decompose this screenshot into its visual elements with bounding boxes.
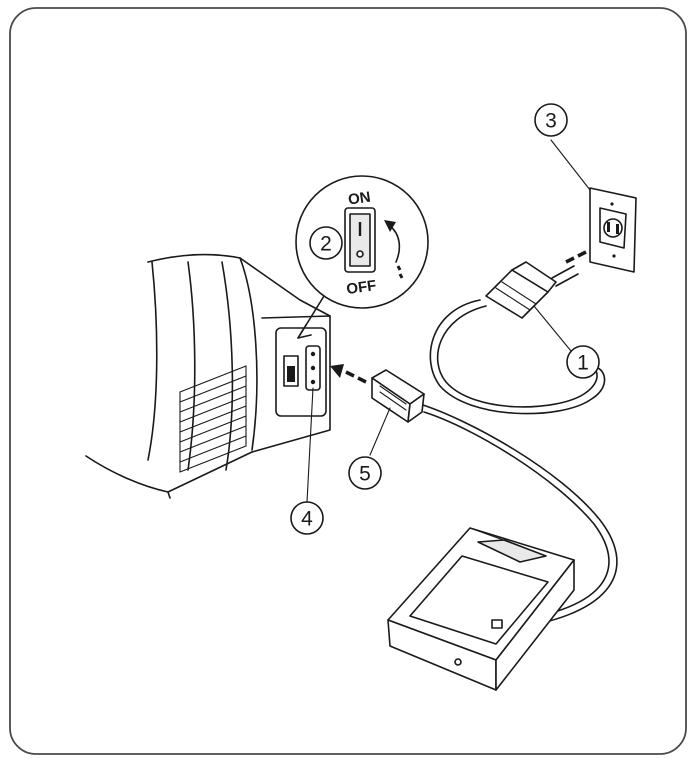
callout-2: 2 xyxy=(309,226,343,260)
vent-grille xyxy=(179,365,247,473)
callout-4-leader xyxy=(306,387,314,503)
callout-5-number: 5 xyxy=(359,463,371,486)
callout-1: 1 xyxy=(566,345,600,379)
callout-5-leader xyxy=(369,407,391,456)
callout-1-number: 1 xyxy=(577,352,589,375)
foot-controller-cord xyxy=(419,403,618,631)
wall-outlet xyxy=(589,187,637,273)
callout-5: 5 xyxy=(348,456,382,490)
machine-plug xyxy=(371,369,425,423)
callout-3-number: 3 xyxy=(545,110,557,133)
sewing-machine xyxy=(85,253,331,499)
callout-2-number: 2 xyxy=(320,233,332,256)
machine-power-panel xyxy=(275,327,327,417)
wall-plug xyxy=(485,261,579,319)
switch-on-label: ON xyxy=(347,189,372,209)
callout-4-number: 4 xyxy=(301,508,313,531)
switch-off-label: OFF xyxy=(345,277,377,298)
callout-3: 3 xyxy=(534,103,568,137)
diagram-frame xyxy=(9,7,687,755)
foot-controller xyxy=(387,527,575,691)
machine-plug-insert-arrow xyxy=(330,364,367,384)
switch-magnifier: ON OFF xyxy=(295,175,429,339)
power-cord xyxy=(429,299,606,415)
callout-3-leader xyxy=(550,139,591,191)
callout-1-leader xyxy=(533,305,572,352)
callout-4: 4 xyxy=(290,501,324,535)
